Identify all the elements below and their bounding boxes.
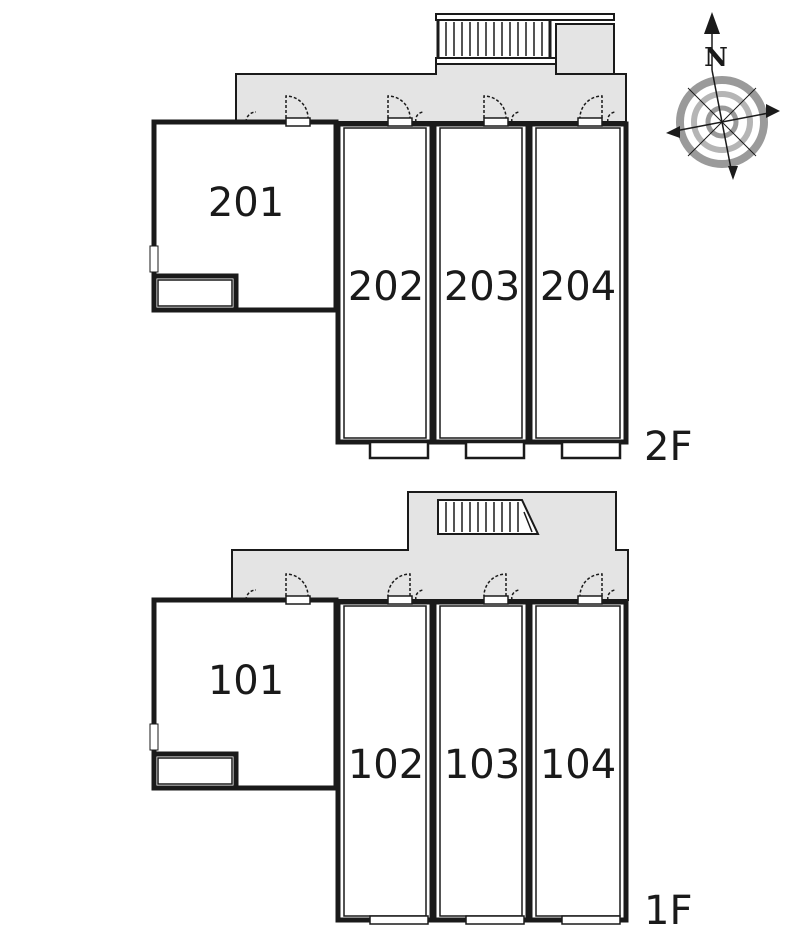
- floor-label-1f: 1F: [644, 888, 692, 934]
- corridor-1f: [231, 491, 629, 601]
- compass-rose-icon: [666, 12, 780, 180]
- unit-label-101: 101: [208, 658, 284, 704]
- stairs-1f: [437, 499, 540, 535]
- floor-1f: 101 102 103 104 1F: [149, 491, 692, 934]
- compass: N: [666, 12, 780, 180]
- stair-landing-2f: [555, 23, 615, 75]
- floor-label-2f: 2F: [644, 424, 692, 470]
- unit-label-104: 104: [540, 742, 616, 788]
- unit-label-202: 202: [348, 264, 424, 310]
- unit-label-203: 203: [444, 264, 520, 310]
- unit-104: [527, 573, 629, 925]
- unit-203: [431, 95, 531, 460]
- unit-label-201: 201: [208, 180, 284, 226]
- floor-2f: 201 202 203 204 2F: [149, 13, 692, 470]
- unit-204: [527, 95, 629, 460]
- stairs-2f: [435, 13, 615, 65]
- unit-label-103: 103: [444, 742, 520, 788]
- unit-label-204: 204: [540, 264, 616, 310]
- unit-label-102: 102: [348, 742, 424, 788]
- unit-202: [335, 95, 435, 460]
- compass-north-label: N: [704, 43, 728, 73]
